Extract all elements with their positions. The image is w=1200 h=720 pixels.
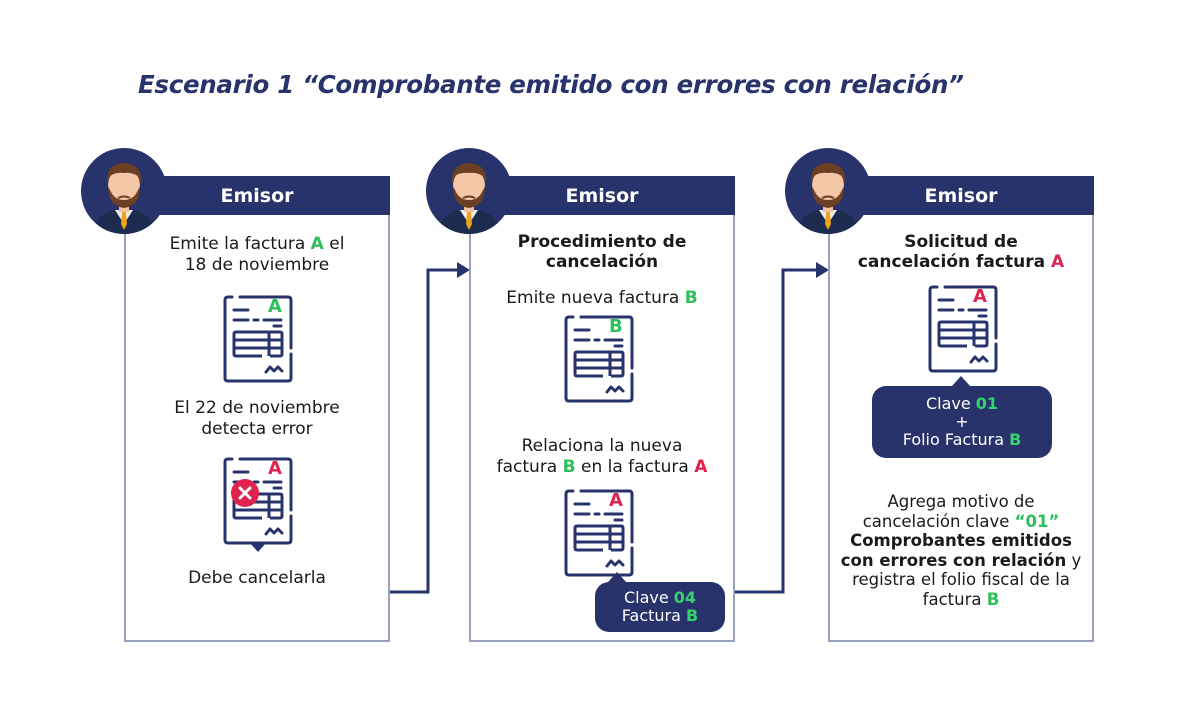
step-text-detect-error: El 22 de noviembre detecta error: [174, 398, 340, 439]
invoice-document-icon: B: [563, 314, 635, 404]
step-text-emit-a: Emite la factura A el 18 de noviembre: [169, 234, 345, 275]
card-header: Emisor: [469, 176, 735, 215]
diagram-title: Escenario 1 “Comprobante emitido con err…: [138, 70, 964, 99]
step-text-must-cancel: Debe cancelarla: [188, 568, 326, 588]
man-avatar-icon: [81, 148, 167, 234]
clave-01-bubble: Clave 01 + Folio Factura B: [872, 376, 1052, 458]
invoice-document-icon: A: [927, 284, 999, 374]
flow-arrow-icon: [390, 262, 470, 594]
step-card-3: Emisor Solicitud de cancelación factura …: [828, 176, 1094, 642]
card-header: Emisor: [828, 176, 1094, 215]
step-card-2: Emisor Procedimiento de cancelación Emit…: [469, 176, 735, 642]
invoice-error-icon: A: [222, 456, 294, 552]
card-header: Emisor: [124, 176, 390, 215]
invoice-document-icon: A: [563, 488, 635, 578]
cancellation-note: Agrega motivo de cancelación clave “01” …: [840, 492, 1082, 609]
letter-a: A: [310, 234, 324, 254]
card-heading: Procedimiento de cancelación: [517, 232, 687, 272]
step-card-1: Emisor Emite la factura A el 18 de novie…: [124, 176, 390, 642]
man-avatar-icon: [785, 148, 871, 234]
man-avatar-icon: [426, 148, 512, 234]
step-text-relate: Relaciona la nueva factura B en la factu…: [496, 436, 708, 477]
card-heading: Solicitud de cancelación factura A: [857, 232, 1065, 272]
error-x-icon: [231, 479, 259, 507]
step-text-emit-b: Emite nueva factura B: [506, 288, 698, 308]
flow-arrow-icon: [735, 262, 829, 594]
invoice-document-icon: A: [222, 294, 294, 384]
clave-04-bubble: Clave 04 Factura B: [595, 572, 725, 632]
